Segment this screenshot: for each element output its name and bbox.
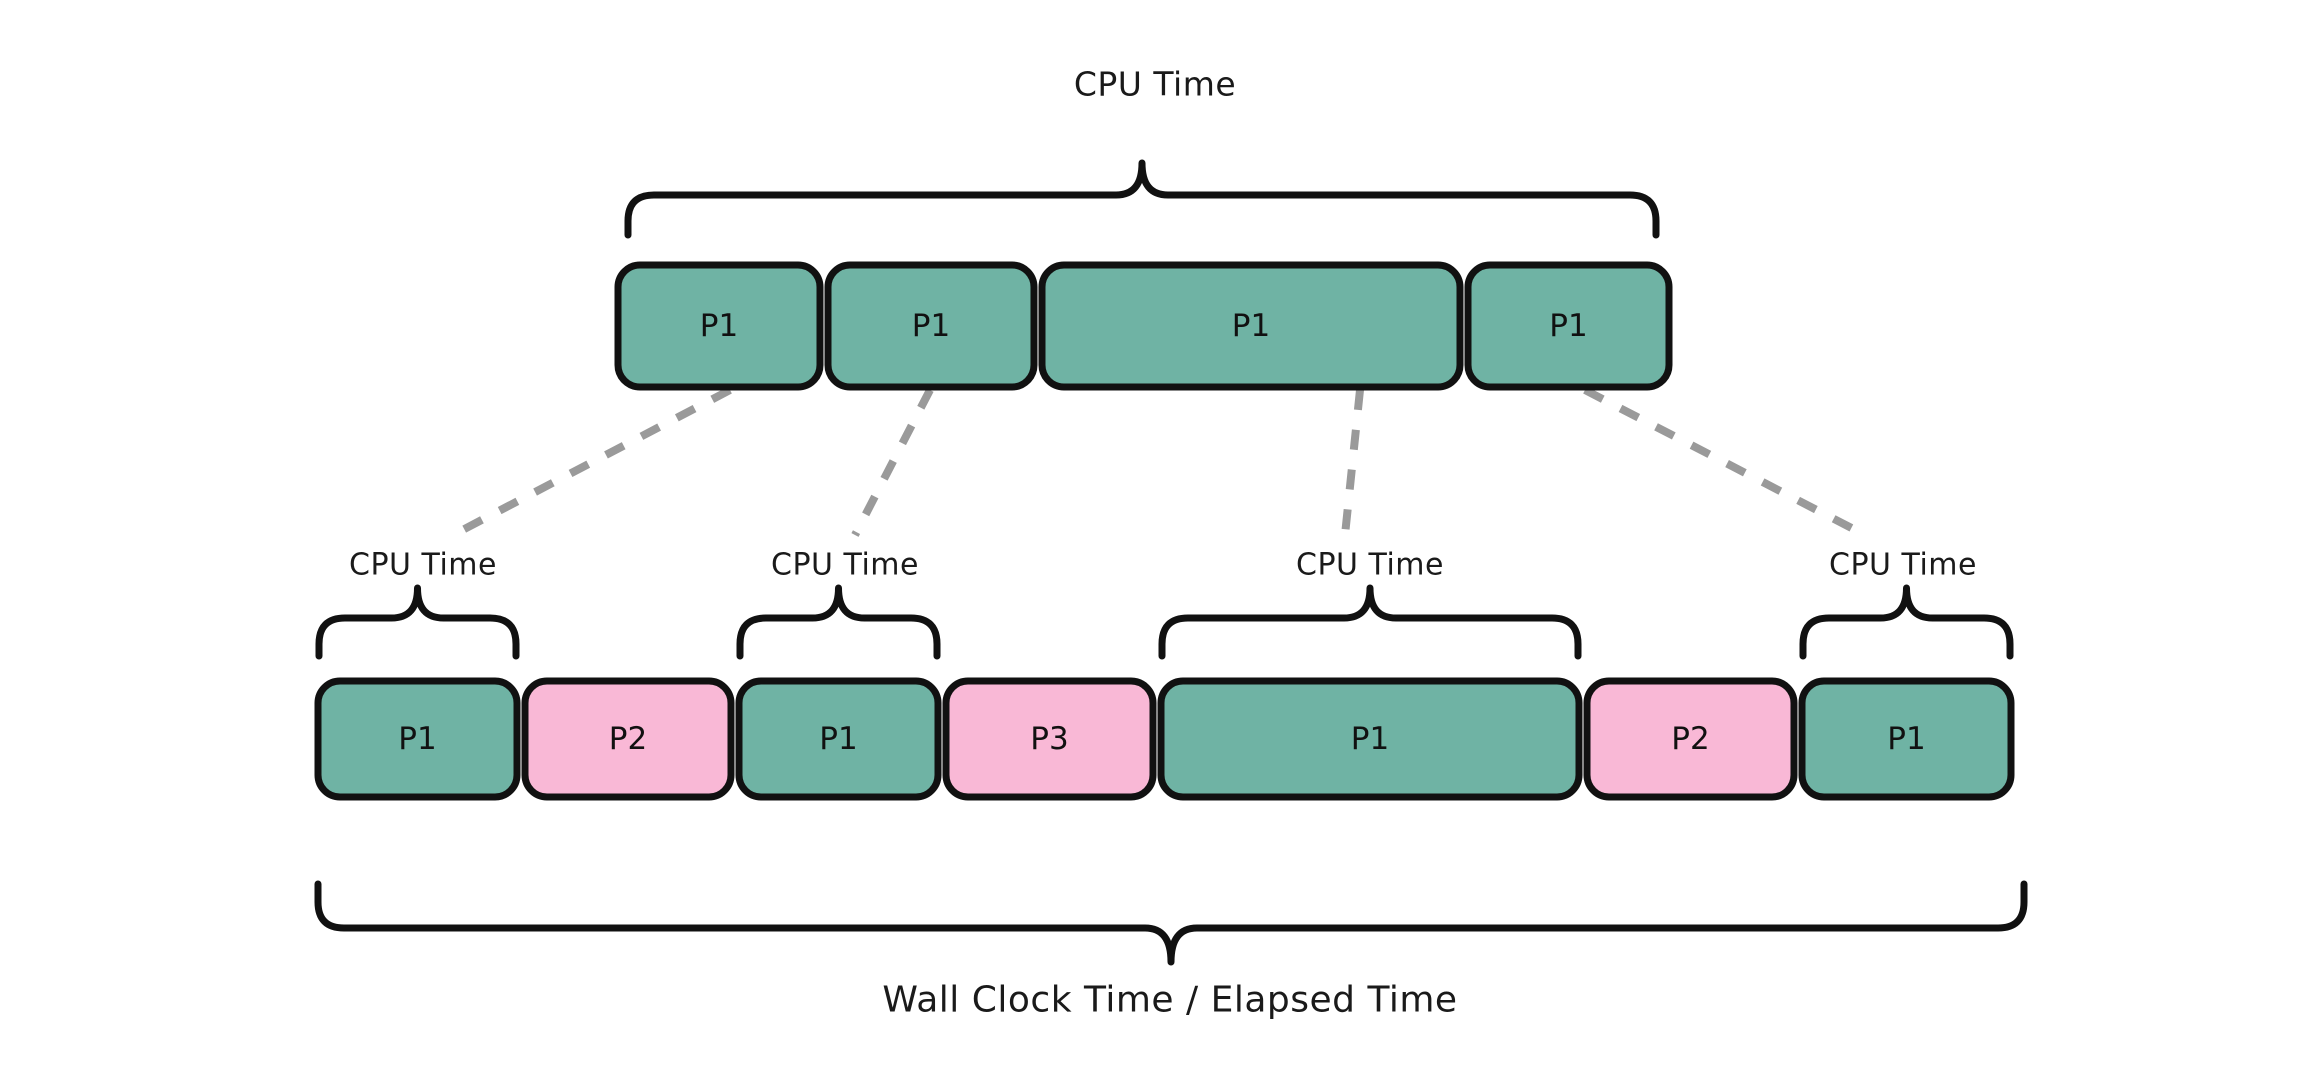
connector-line-1 <box>851 388 934 537</box>
top-row-block-0-p1 <box>614 261 824 391</box>
connector-lines-group <box>451 386 1867 539</box>
sub-cpu-time-label-3: CPU Time <box>1829 547 1977 583</box>
sub-cpu-time-label-0: CPU Time <box>349 547 497 583</box>
braces-group <box>314 159 2028 966</box>
bottom-row-block-3-p3 <box>942 677 1157 801</box>
top-row-blocks-group <box>614 261 1673 391</box>
bottom-cpu-time-brace-2 <box>1158 584 1582 660</box>
bottom-row-block-1-p2 <box>521 677 735 801</box>
bottom-cpu-time-brace-1 <box>736 584 941 660</box>
bottom-row-block-0-p1 <box>314 677 521 801</box>
bottom-cpu-time-brace-0 <box>315 584 520 660</box>
bottom-row-block-2-p1 <box>735 677 942 801</box>
sub-cpu-time-label-1: CPU Time <box>771 547 919 583</box>
bottom-row-block-5-p2 <box>1583 677 1798 801</box>
top-row-block-1-p1 <box>824 261 1038 391</box>
bottom-row-block-4-p1 <box>1157 677 1583 801</box>
top-row-block-3-p1 <box>1464 261 1673 391</box>
bottom-row-block-6-p1 <box>1798 677 2015 801</box>
top-cpu-time-brace <box>624 159 1660 239</box>
sub-cpu-time-label-2: CPU Time <box>1296 547 1444 583</box>
connector-line-3 <box>1583 386 1867 539</box>
wall-clock-time-caption: Wall Clock Time / Elapsed Time <box>882 979 1458 1021</box>
top-row-block-2-p1 <box>1038 261 1464 391</box>
connector-line-2 <box>1341 389 1364 536</box>
cpu-time-title: CPU Time <box>1073 64 1237 104</box>
wall-clock-time-brace <box>314 880 2028 966</box>
bottom-row-blocks-group <box>314 677 2015 801</box>
connector-line-0 <box>451 386 732 539</box>
bottom-cpu-time-brace-3 <box>1799 584 2014 660</box>
